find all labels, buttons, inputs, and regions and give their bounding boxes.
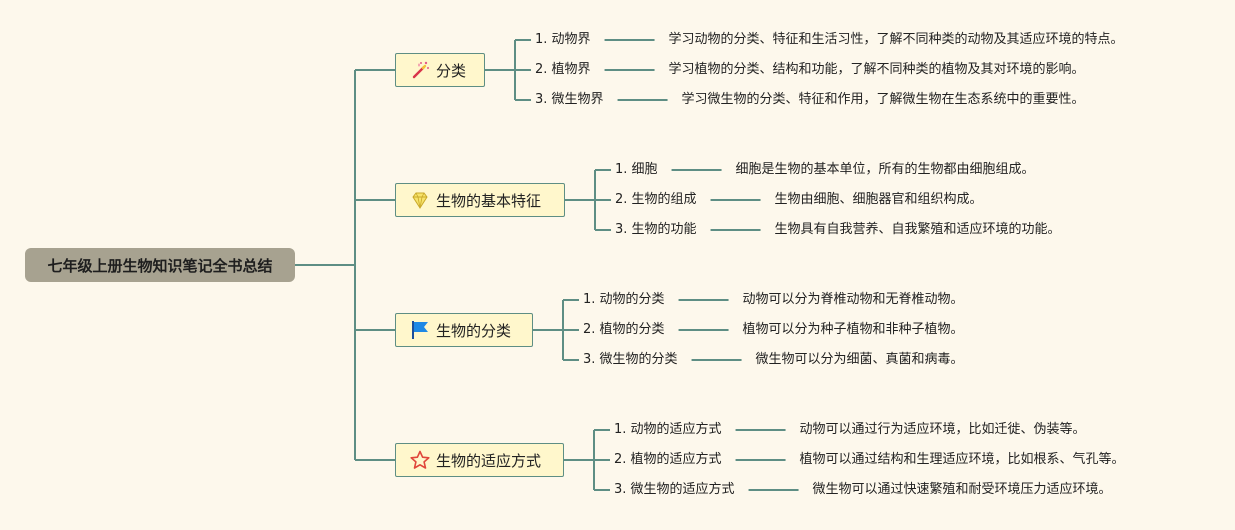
- branch-label: 分类: [436, 61, 467, 80]
- leaf-description: 微生物可以分为细菌、真菌和病毒。: [755, 352, 964, 367]
- diamond-icon: [410, 190, 430, 210]
- leaf-description: 动物可以通过行为适应环境，比如迁徙、伪装等。: [799, 422, 1086, 437]
- leaf-topic[interactable]: 2. 植物界: [535, 62, 591, 77]
- branch-topic[interactable]: 生物的适应方式: [395, 443, 564, 477]
- leaf-topic[interactable]: 2. 生物的组成: [615, 192, 697, 207]
- leaf-description: 学习动物的分类、特征和生活习性，了解不同种类的动物及其适应环境的特点。: [668, 32, 1124, 47]
- magic-wand-icon: [410, 60, 430, 80]
- leaf-topic[interactable]: 1. 动物界: [535, 32, 591, 47]
- leaf-topic[interactable]: 3. 微生物的适应方式: [614, 482, 735, 497]
- leaf-description: 细胞是生物的基本单位，所有的生物都由细胞组成。: [735, 162, 1035, 177]
- flag-icon: [410, 320, 430, 340]
- branch-label: 生物的适应方式: [436, 451, 542, 470]
- leaf-description: 学习微生物的分类、特征和作用，了解微生物在生态系统中的重要性。: [681, 92, 1085, 107]
- branch-topic[interactable]: 生物的基本特征: [395, 183, 565, 217]
- leaf-description: 植物可以分为种子植物和非种子植物。: [742, 322, 964, 337]
- branch-topic[interactable]: 分类: [395, 53, 485, 87]
- leaf-topic[interactable]: 2. 植物的适应方式: [614, 452, 722, 467]
- leaf-description: 学习植物的分类、结构和功能，了解不同种类的植物及其对环境的影响。: [668, 62, 1085, 77]
- leaf-description: 植物可以通过结构和生理适应环境，比如根系、气孔等。: [799, 452, 1125, 467]
- branch-topic[interactable]: 生物的分类: [395, 313, 533, 347]
- leaf-description: 生物由细胞、细胞器官和组织构成。: [774, 192, 983, 207]
- leaf-topic[interactable]: 2. 植物的分类: [583, 322, 665, 337]
- leaf-topic[interactable]: 3. 生物的功能: [615, 222, 697, 237]
- leaf-description: 生物具有自我营养、自我繁殖和适应环境的功能。: [774, 222, 1061, 237]
- branch-label: 生物的基本特征: [436, 191, 542, 210]
- root-topic[interactable]: 七年级上册生物知识笔记全书总结: [25, 248, 295, 282]
- leaf-topic[interactable]: 3. 微生物的分类: [583, 352, 678, 367]
- branch-label: 生物的分类: [436, 321, 512, 340]
- leaf-topic[interactable]: 1. 细胞: [615, 162, 658, 177]
- leaf-topic[interactable]: 1. 动物的分类: [583, 292, 665, 307]
- leaf-topic[interactable]: 3. 微生物界: [535, 92, 604, 107]
- leaf-description: 微生物可以通过快速繁殖和耐受环境压力适应环境。: [812, 482, 1112, 497]
- star-icon: [410, 450, 430, 470]
- leaf-topic[interactable]: 1. 动物的适应方式: [614, 422, 722, 437]
- leaf-description: 动物可以分为脊椎动物和无脊椎动物。: [742, 292, 964, 307]
